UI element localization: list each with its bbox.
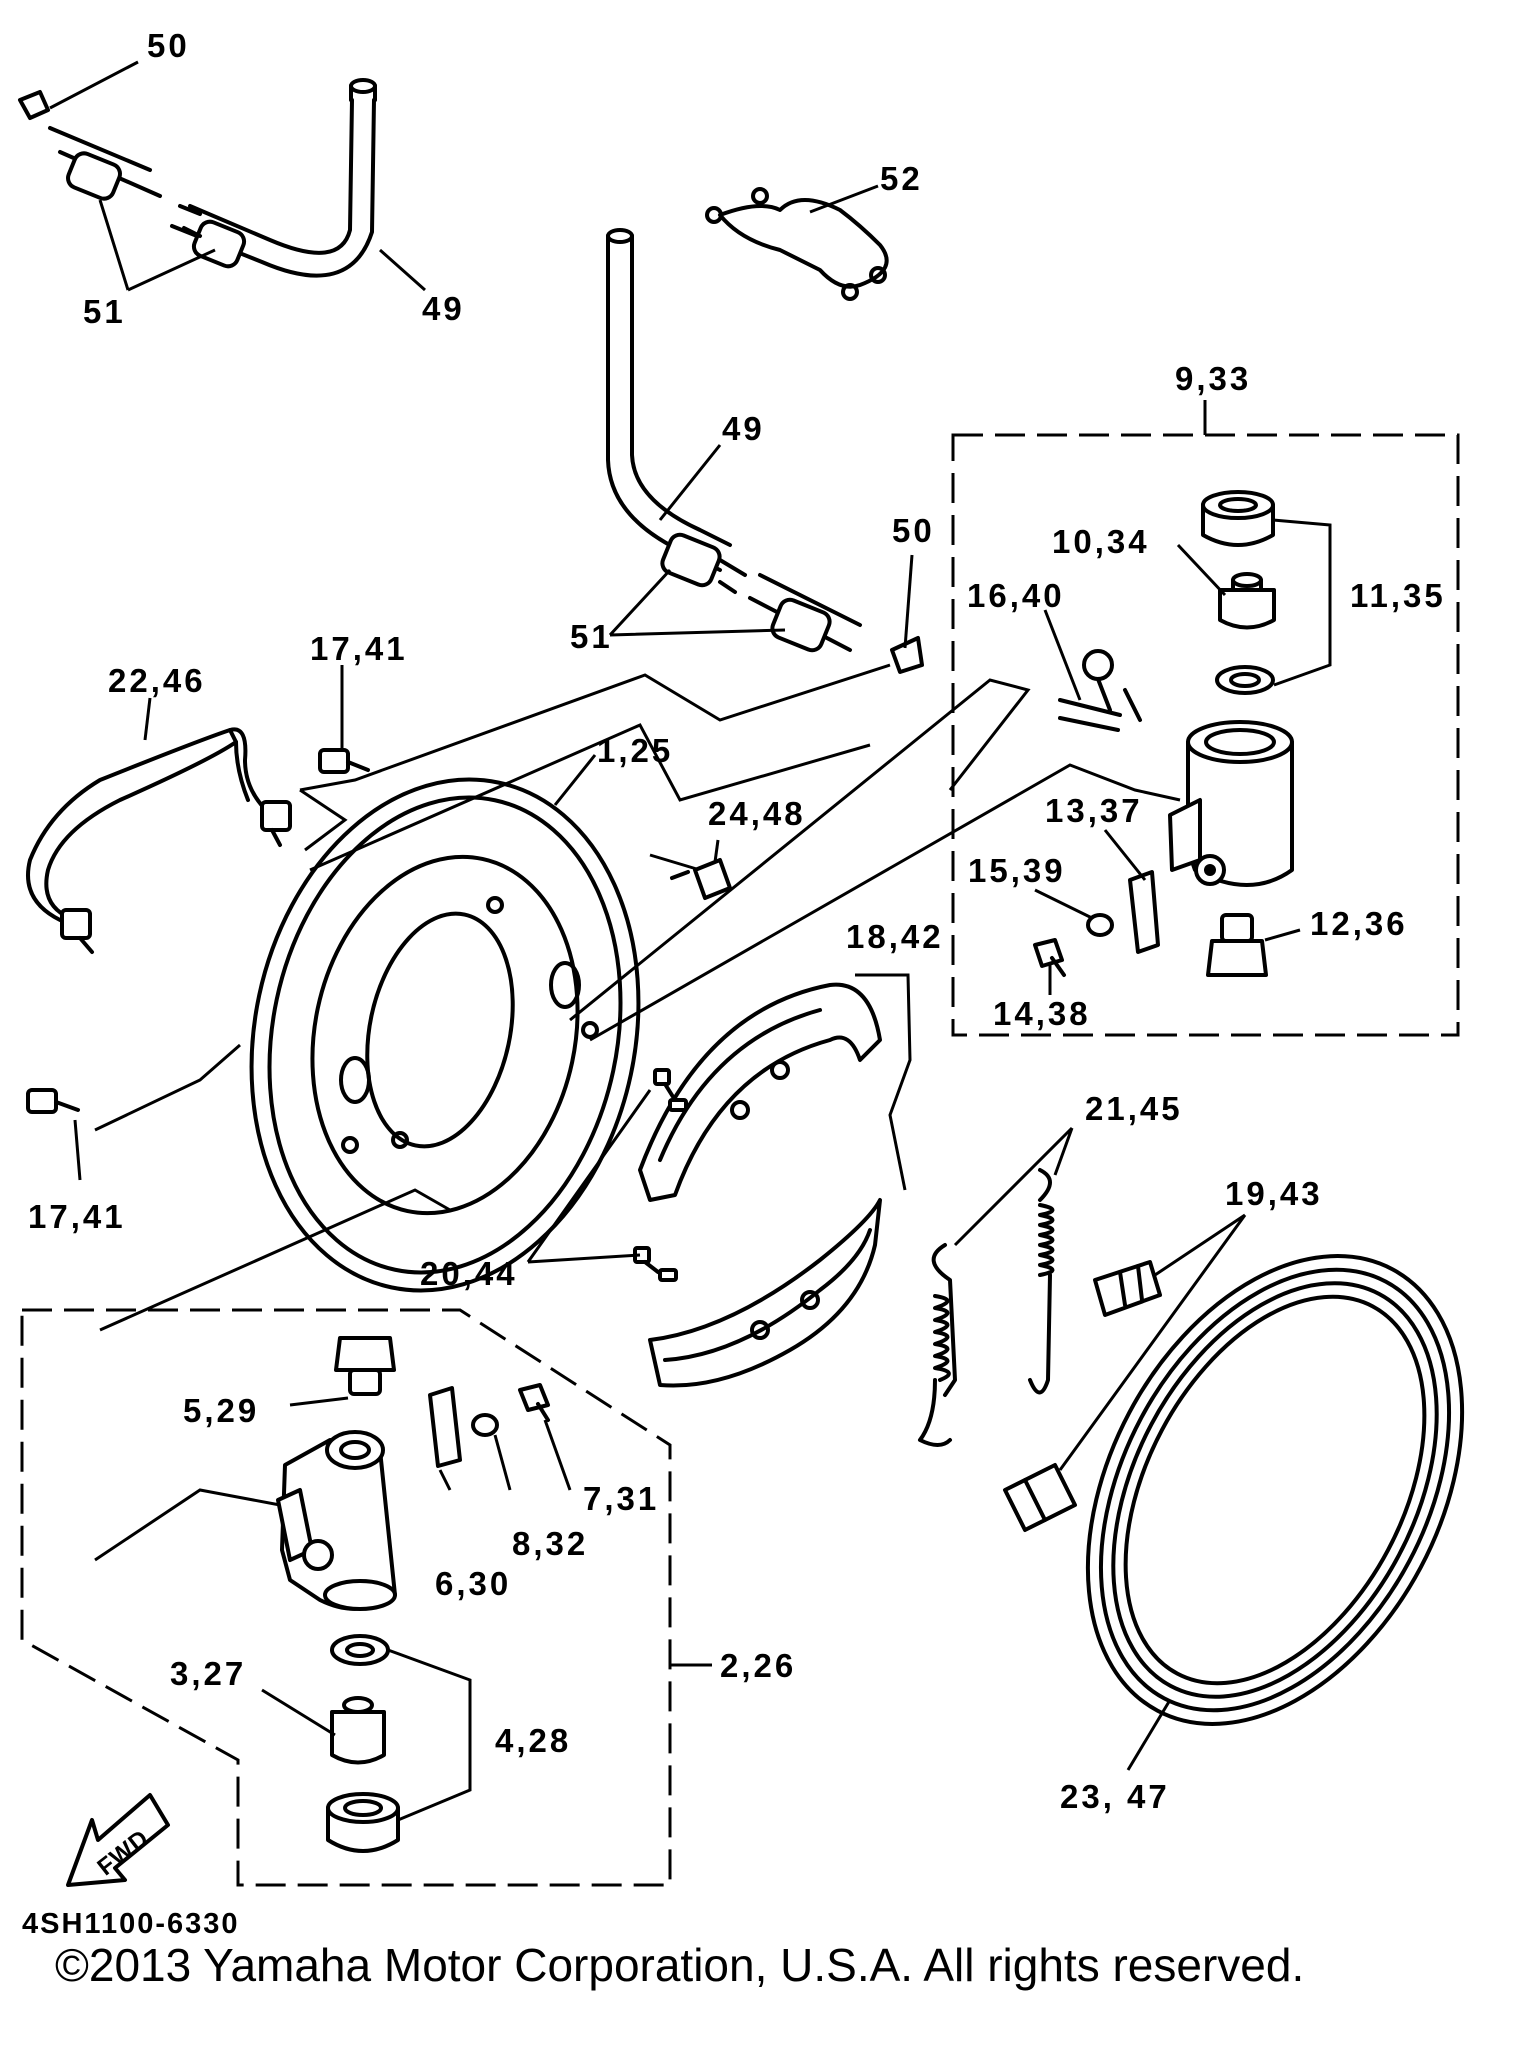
callout-5-29: 5,29 xyxy=(183,1392,259,1429)
callout-23-47: 23, 47 xyxy=(1060,1778,1170,1815)
bolt-24-48 xyxy=(670,839,732,900)
callout-14-38: 14,38 xyxy=(993,995,1091,1032)
callout-4-28: 4,28 xyxy=(495,1722,571,1759)
callout-11-35: 11,35 xyxy=(1350,577,1446,614)
gasket-52 xyxy=(705,184,889,301)
fwd-arrow-icon: FWD xyxy=(66,1793,170,1887)
callout-24-48: 24,48 xyxy=(708,795,806,832)
brake-hose-22-46 xyxy=(26,697,292,954)
wheel-cylinder-box-left xyxy=(20,1308,712,1887)
brake-pipe-mid xyxy=(606,228,924,674)
callout-20-44: 20,44 xyxy=(420,1255,518,1292)
callout-17-41-top: 17,41 xyxy=(310,630,408,667)
callout-13-37: 13,37 xyxy=(1045,792,1143,829)
callout-49-mid: 49 xyxy=(722,410,765,447)
diagram-code: 4SH1100-6330 xyxy=(22,1908,240,1940)
callout-22-46: 22,46 xyxy=(108,662,206,699)
brake-drum xyxy=(1085,1254,1465,1771)
callout-17-41-bottom: 17,41 xyxy=(28,1198,126,1235)
brake-pipe-top-left xyxy=(18,78,377,278)
brake-clips xyxy=(1003,1213,1247,1532)
callout-49-top: 49 xyxy=(422,290,465,327)
callout-50-mid: 50 xyxy=(892,512,935,549)
callout-7-31: 7,31 xyxy=(583,1480,659,1517)
bolt-17-41-bottom xyxy=(26,1088,82,1181)
callout-16-40: 16,40 xyxy=(967,577,1065,614)
wheel-cylinder-box-right xyxy=(951,400,1460,1037)
pins-20-44 xyxy=(526,1068,688,1282)
callout-21-45: 21,45 xyxy=(1085,1090,1183,1127)
callout-3-27: 3,27 xyxy=(170,1655,246,1692)
bolt-17-41-top xyxy=(318,665,370,774)
brake-shoes xyxy=(638,973,912,1388)
callout-12-36: 12,36 xyxy=(1310,905,1408,942)
springs xyxy=(918,1126,1074,1447)
guide-lines xyxy=(94,663,1181,1332)
copyright-notice: ©2013 Yamaha Motor Corporation, U.S.A. A… xyxy=(55,1939,1305,1991)
callout-1-25: 1,25 xyxy=(597,732,673,769)
callout-52: 52 xyxy=(880,160,923,197)
callout-51-mid: 51 xyxy=(570,618,613,655)
callout-51-top: 51 xyxy=(83,293,126,330)
callout-19-43: 19,43 xyxy=(1225,1175,1323,1212)
callout-9-33: 9,33 xyxy=(1175,360,1251,397)
callout-6-30: 6,30 xyxy=(435,1565,511,1602)
callout-15-39: 15,39 xyxy=(968,852,1066,889)
callout-leaders-top xyxy=(49,60,426,292)
callout-2-26: 2,26 xyxy=(720,1647,796,1684)
callout-10-34: 10,34 xyxy=(1052,523,1150,560)
callout-labels: 50 51 49 52 49 51 50 9,33 10,34 11,35 16… xyxy=(28,27,1446,1815)
callout-50-top: 50 xyxy=(147,27,190,64)
callout-8-32: 8,32 xyxy=(512,1525,588,1562)
callout-18-42: 18,42 xyxy=(846,918,944,955)
backing-plate xyxy=(249,754,641,1293)
